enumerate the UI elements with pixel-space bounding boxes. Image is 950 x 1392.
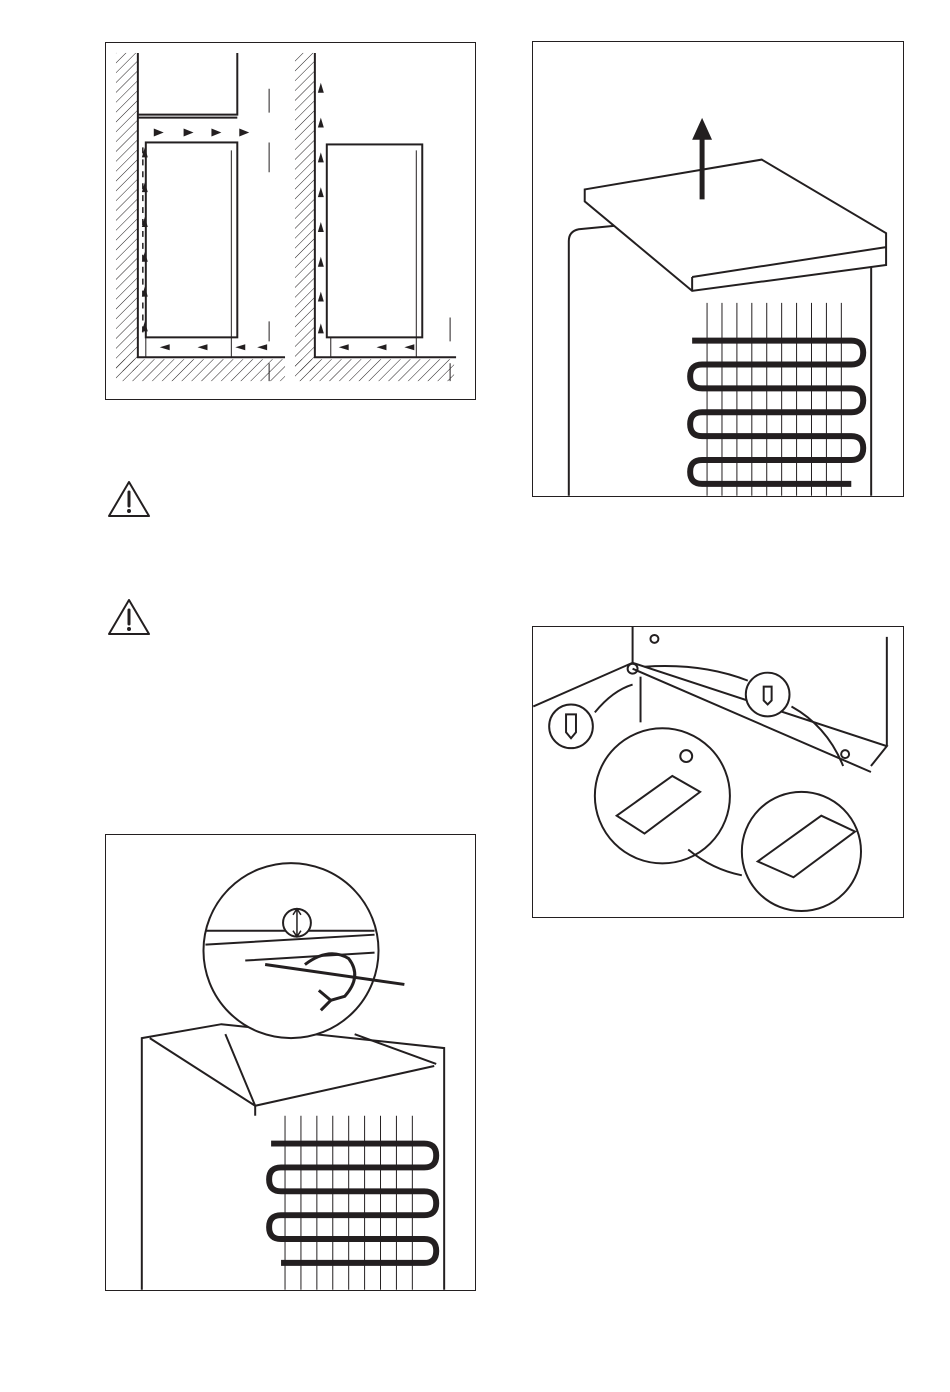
remove-top-cover-diagram (532, 41, 904, 497)
warning-triangle-icon (106, 597, 152, 637)
ventilation-clearance-diagram (105, 42, 476, 400)
rear-top-screw-diagram (105, 834, 476, 1291)
door-hinge-swap-diagram (532, 626, 904, 918)
warning-triangle-icon (106, 479, 152, 519)
